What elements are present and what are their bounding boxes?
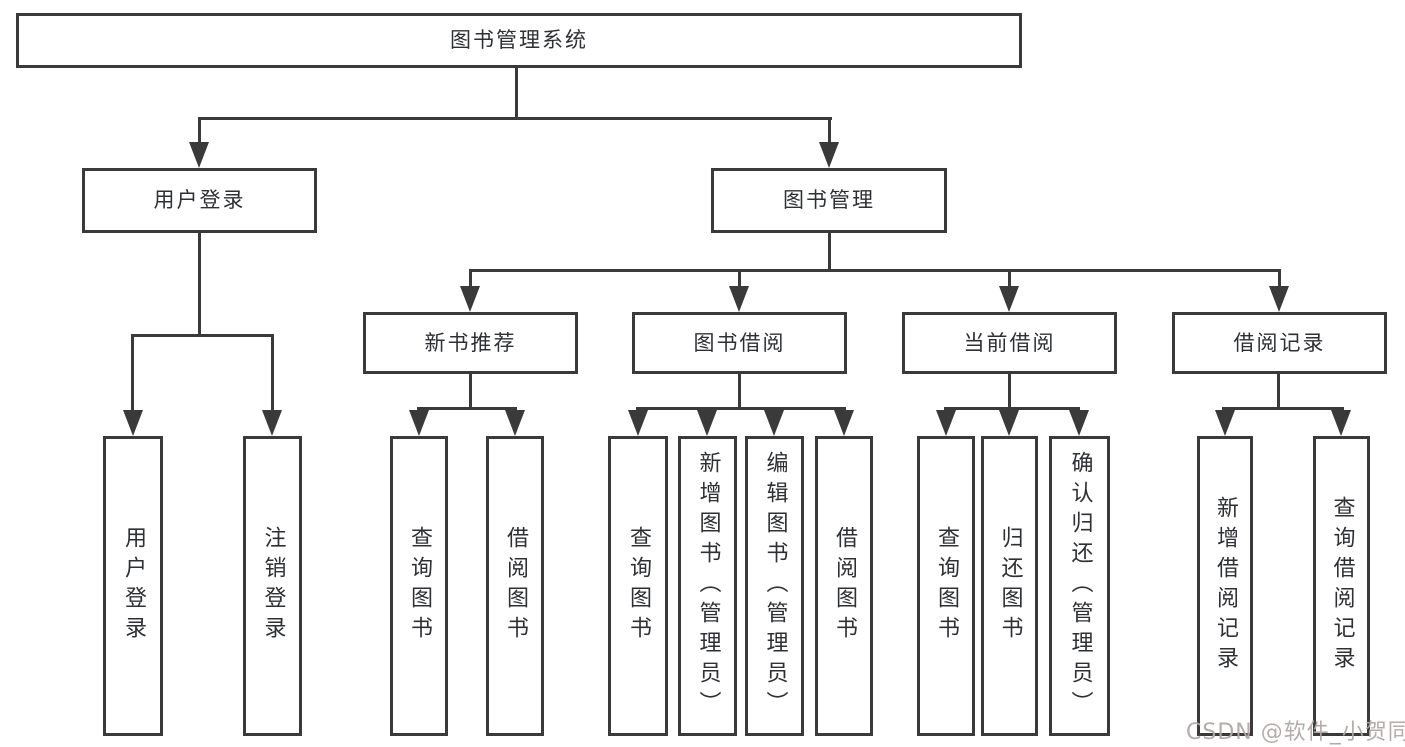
connector-hline — [636, 407, 846, 410]
node-library-management-system: 图书管理系统 — [16, 13, 1022, 68]
node-label: 查询图书 — [407, 526, 432, 646]
arrowhead-icon — [505, 410, 525, 436]
connector-hline — [1222, 407, 1344, 410]
node-label: 查询借阅记录 — [1329, 496, 1355, 676]
node-edit-book-admin-leaf: 编辑图书（管理员） — [745, 436, 804, 736]
node-borrow-books-leaf: 借阅图书 — [486, 436, 544, 736]
arrowhead-icon — [1069, 410, 1089, 436]
connector-hline — [131, 334, 274, 337]
node-confirm-return-admin-leaf: 确认归还（管理员） — [1049, 436, 1110, 736]
node-new-book-recommend: 新书推荐 — [363, 312, 578, 374]
node-add-book-admin-leaf: 新增图书（管理员） — [678, 436, 737, 736]
arrowhead-icon — [999, 286, 1019, 312]
connector-vline — [198, 117, 201, 144]
node-label: 借阅图书 — [832, 526, 857, 646]
arrowhead-icon — [460, 286, 480, 312]
arrowhead-icon — [764, 410, 784, 436]
connector-hline — [469, 269, 1281, 272]
connector-vline — [1008, 374, 1011, 410]
arrowhead-icon — [1331, 410, 1351, 436]
arrowhead-icon — [936, 410, 956, 436]
connector-vline — [828, 117, 831, 144]
connector-vline — [828, 233, 831, 271]
node-label: 归还图书 — [997, 526, 1023, 646]
arrowhead-icon — [819, 142, 839, 168]
connector-vline — [738, 374, 741, 410]
node-current-borrowing: 当前借阅 — [902, 312, 1117, 374]
node-label: 用户登录 — [153, 188, 246, 212]
csdn-watermark: CSDN @软件_小贺同学 — [1186, 720, 1405, 745]
arrowhead-icon — [1215, 410, 1235, 436]
node-query-books-leaf: 查询图书 — [608, 436, 668, 736]
node-label: 用户登录 — [121, 526, 146, 646]
arrowhead-icon — [628, 410, 648, 436]
node-query-borrow-record-leaf: 查询借阅记录 — [1313, 436, 1370, 736]
node-book-borrowing: 图书借阅 — [632, 312, 847, 374]
node-book-management: 图书管理 — [711, 168, 947, 233]
arrowhead-icon — [189, 142, 209, 168]
connector-hline — [944, 407, 1080, 410]
arrowhead-icon — [123, 410, 143, 436]
connector-vline — [271, 334, 274, 411]
connector-vline — [131, 334, 134, 411]
node-query-books-leaf: 查询图书 — [917, 436, 975, 736]
node-label: 借阅记录 — [1233, 330, 1326, 355]
arrowhead-icon — [697, 410, 717, 436]
connector-vline — [198, 233, 201, 337]
connector-vline — [469, 269, 472, 288]
node-return-book-leaf: 归还图书 — [981, 436, 1038, 736]
node-label: 确认归还（管理员） — [1067, 451, 1093, 721]
node-query-books-leaf: 查询图书 — [390, 436, 448, 736]
connector-vline — [515, 68, 518, 117]
arrowhead-icon — [999, 410, 1019, 436]
arrowhead-icon — [409, 410, 429, 436]
node-logout-leaf: 注销登录 — [243, 436, 302, 736]
connector-vline — [738, 269, 741, 288]
arrowhead-icon — [834, 410, 854, 436]
connector-vline — [1277, 374, 1280, 410]
connector-vline — [1278, 269, 1281, 288]
node-add-borrow-record-leaf: 新增借阅记录 — [1197, 436, 1253, 736]
node-label: 查询图书 — [626, 526, 651, 646]
node-user-login-leaf: 用户登录 — [103, 436, 163, 736]
node-label: 借阅图书 — [503, 526, 528, 646]
node-user-login: 用户登录 — [82, 168, 317, 233]
node-label: 图书管理 — [783, 188, 875, 212]
node-borrow-records: 借阅记录 — [1172, 312, 1387, 374]
connector-vline — [469, 374, 472, 410]
node-label: 编辑图书（管理员） — [762, 451, 788, 721]
node-label: 图书管理系统 — [450, 28, 588, 52]
arrowhead-icon — [1269, 286, 1289, 312]
connector-vline — [1008, 269, 1011, 288]
node-label: 当前借阅 — [963, 330, 1056, 355]
node-label: 新增借阅记录 — [1213, 496, 1238, 676]
node-label: 新增图书（管理员） — [695, 451, 721, 721]
arrowhead-icon — [729, 286, 749, 312]
connector-hline — [417, 407, 517, 410]
node-label: 新书推荐 — [424, 330, 517, 355]
node-label: 图书借阅 — [693, 330, 786, 355]
node-borrow-books-leaf: 借阅图书 — [815, 436, 873, 736]
node-label: 查询图书 — [934, 526, 959, 646]
arrowhead-icon — [262, 410, 282, 436]
node-label: 注销登录 — [260, 526, 286, 646]
connector-hline — [198, 117, 832, 120]
